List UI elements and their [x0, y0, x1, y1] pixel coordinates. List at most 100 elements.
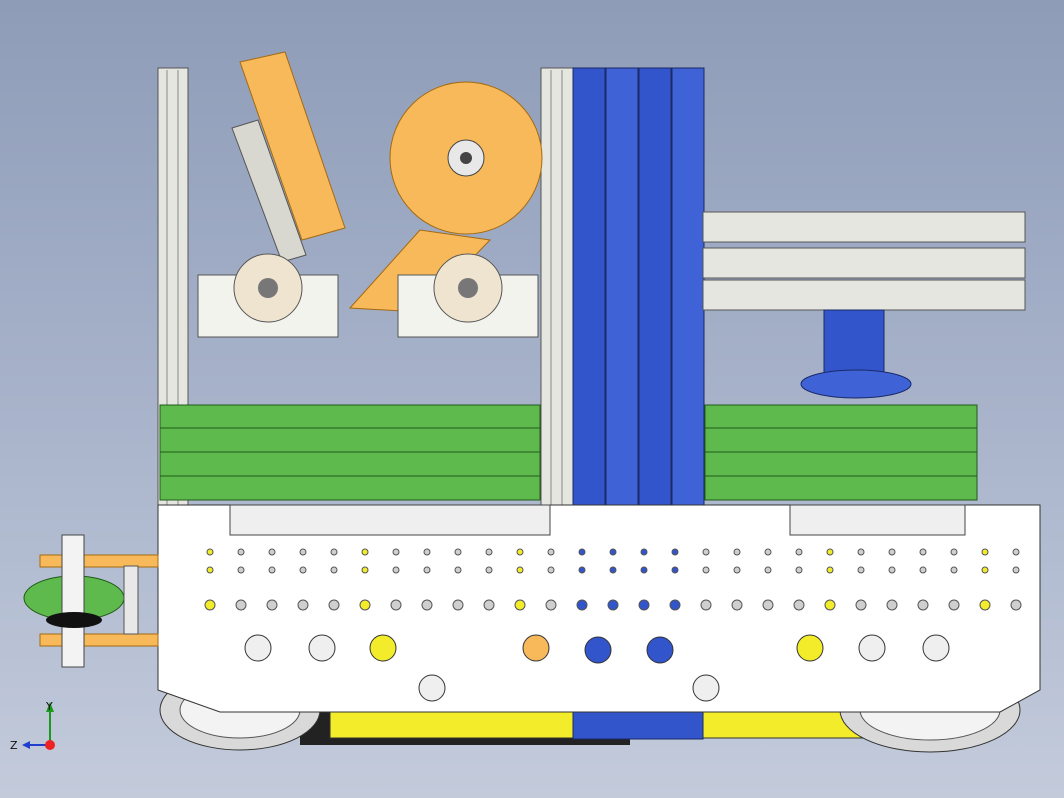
plate-hole — [609, 566, 617, 574]
plate-hole — [1012, 566, 1020, 574]
plate-large-hole — [369, 634, 397, 662]
plate-hole — [237, 548, 245, 556]
plate-hole — [1012, 548, 1020, 556]
plate-hole — [206, 566, 214, 574]
plate-hole — [266, 599, 278, 611]
plate-hole — [452, 599, 464, 611]
plate-hole — [485, 548, 493, 556]
plate-hole — [733, 548, 741, 556]
plate-large-hole — [418, 674, 446, 702]
plate-hole — [793, 599, 805, 611]
plate-hole — [669, 599, 681, 611]
plate-hole — [421, 599, 433, 611]
bearing-block-right[interactable] — [397, 253, 539, 338]
plate-hole — [361, 566, 369, 574]
plate-hole — [423, 566, 431, 574]
plate-hole — [640, 548, 648, 556]
plate-large-hole — [522, 634, 550, 662]
blue-gearbox[interactable] — [800, 309, 912, 399]
plate-hole — [547, 566, 555, 574]
blue-lift-rails[interactable] — [572, 67, 705, 740]
plate-hole — [917, 599, 929, 611]
plate-hole — [671, 566, 679, 574]
plate-hole — [545, 599, 557, 611]
plate-hole — [764, 566, 772, 574]
plate-hole — [950, 566, 958, 574]
plate-hole — [297, 599, 309, 611]
plate-hole — [640, 566, 648, 574]
plate-hole — [950, 548, 958, 556]
plate-holes — [204, 548, 1022, 702]
plate-hole — [516, 566, 524, 574]
plate-hole — [795, 566, 803, 574]
plate-hole — [361, 548, 369, 556]
plate-large-hole — [584, 636, 612, 664]
plate-hole — [919, 548, 927, 556]
plate-hole — [609, 548, 617, 556]
plate-hole — [824, 599, 836, 611]
plate-hole — [826, 566, 834, 574]
left-pulley-assembly[interactable] — [23, 534, 159, 668]
plate-hole — [514, 599, 526, 611]
plate-hole — [700, 599, 712, 611]
plate-hole — [981, 548, 989, 556]
plate-hole — [576, 599, 588, 611]
plate-large-hole — [308, 634, 336, 662]
plate-hole — [454, 566, 462, 574]
bearing-block-left[interactable] — [197, 253, 339, 338]
plate-large-hole — [244, 634, 272, 662]
chassis-side-plate[interactable] — [157, 504, 1041, 713]
plate-large-hole — [858, 634, 886, 662]
plate-hole — [235, 599, 247, 611]
plate-hole — [826, 548, 834, 556]
plate-hole — [328, 599, 340, 611]
plate-hole — [204, 599, 216, 611]
flywheel-orange[interactable] — [348, 81, 543, 313]
plate-hole — [268, 548, 276, 556]
plate-hole — [671, 548, 679, 556]
plate-hole — [857, 566, 865, 574]
plate-large-hole — [922, 634, 950, 662]
plate-hole — [888, 566, 896, 574]
plate-hole — [702, 548, 710, 556]
plate-hole — [483, 599, 495, 611]
plate-hole — [392, 548, 400, 556]
plate-hole — [359, 599, 371, 611]
plate-hole — [855, 599, 867, 611]
plate-hole — [392, 566, 400, 574]
plate-hole — [638, 599, 650, 611]
intake-roller-orange[interactable] — [231, 51, 346, 263]
plate-hole — [981, 566, 989, 574]
plate-large-hole — [796, 634, 824, 662]
plate-large-hole — [646, 636, 674, 664]
plate-hole — [330, 566, 338, 574]
plate-hole — [857, 548, 865, 556]
plate-hole — [733, 566, 741, 574]
plate-hole — [948, 599, 960, 611]
plate-hole — [454, 548, 462, 556]
plate-hole — [888, 548, 896, 556]
plate-hole — [1010, 599, 1022, 611]
plate-hole — [731, 599, 743, 611]
plate-hole — [268, 566, 276, 574]
plate-hole — [886, 599, 898, 611]
plate-hole — [547, 548, 555, 556]
plate-hole — [607, 599, 619, 611]
green-side-rails[interactable] — [159, 404, 978, 501]
plate-hole — [237, 566, 245, 574]
plate-hole — [423, 548, 431, 556]
plate-hole — [390, 599, 402, 611]
center-upright-extrusion[interactable] — [540, 67, 574, 509]
plate-hole — [764, 548, 772, 556]
axis-z-label: Z — [10, 739, 18, 752]
plate-hole — [578, 548, 586, 556]
plate-hole — [979, 599, 991, 611]
axis-y-label: Y — [45, 700, 53, 713]
plate-hole — [702, 566, 710, 574]
plate-hole — [206, 548, 214, 556]
plate-hole — [299, 548, 307, 556]
plate-hole — [485, 566, 493, 574]
right-horizontal-extrusions[interactable] — [702, 211, 1026, 311]
